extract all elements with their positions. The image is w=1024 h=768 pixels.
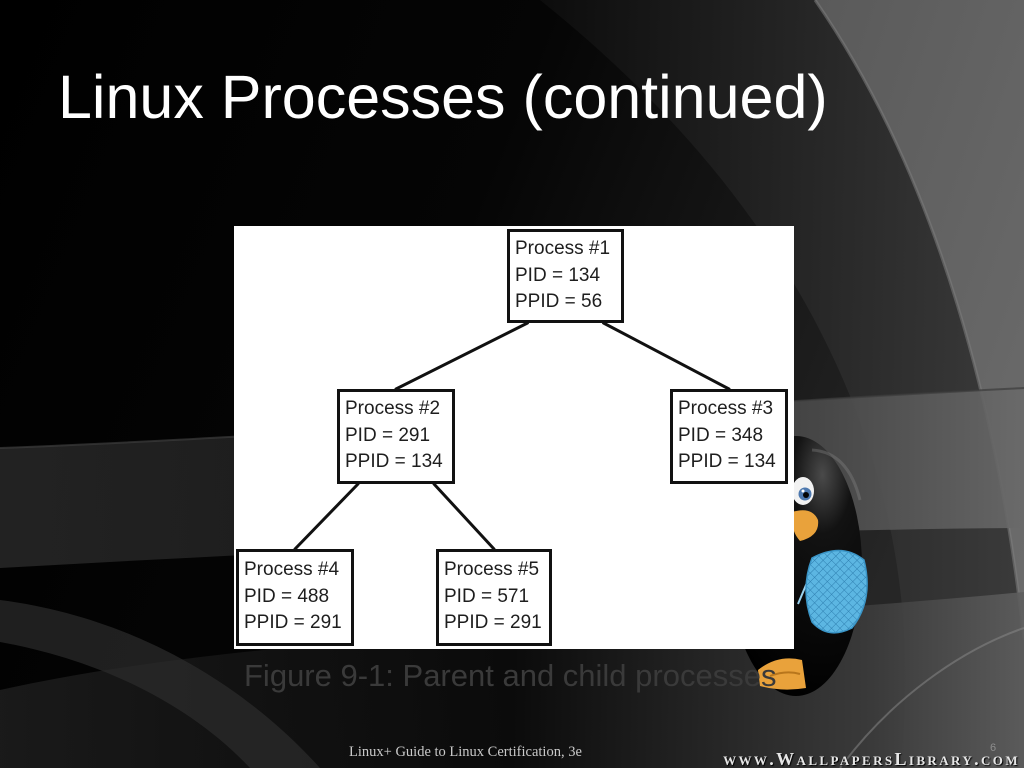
edge-line [293,482,360,551]
background-swoosh-edge [813,0,1024,641]
process-node: Process #4 PID = 488 PPID = 291 [236,549,354,646]
process-pid: PID = 571 [444,585,530,607]
penguin-feet [758,658,806,690]
figure-caption: Figure 9-1: Parent and child processes [244,658,777,693]
process-pid: PID = 291 [345,424,431,446]
process-name: Process #2 [345,398,441,419]
background-swoosh [815,0,1024,640]
edge-line [394,321,529,391]
process-ppid: PPID = 291 [244,612,342,633]
penguin-head-shine [811,448,862,501]
process-ppid: PPID = 134 [345,451,443,472]
process-name: Process #1 [515,238,611,259]
process-name: Process #5 [444,559,540,580]
footer-text: Linux+ Guide to Linux Certification, 3e [349,744,582,760]
process-ppid: PPID = 56 [515,291,603,312]
background-swoosh [0,600,320,768]
process-node: Process #5 PID = 571 PPID = 291 [436,549,552,646]
slide-number: 6 [990,742,997,754]
process-ppid: PPID = 291 [444,612,542,633]
diagram-edges [293,321,731,551]
process-name: Process #3 [678,398,774,419]
watermark-text: www.WallpapersLibrary.com [723,749,1020,768]
process-pid: PID = 134 [515,264,601,286]
process-name: Process #4 [244,559,340,580]
process-node: Process #3 PID = 348 PPID = 134 [670,389,788,484]
process-ppid: PPID = 134 [678,451,776,472]
process-pid: PID = 348 [678,424,764,446]
process-pid: PID = 488 [244,585,330,607]
slide-title: Linux Processes (continued) [58,63,828,131]
process-node: Process #2 PID = 291 PPID = 134 [337,389,455,484]
penguin-net-bag [797,549,868,634]
edge-line [432,482,496,551]
background-swoosh [540,0,1024,768]
penguin-eye [792,477,814,505]
penguin-beak [791,510,819,541]
edge-line [602,321,731,391]
background-swoosh-edge [839,627,1024,768]
process-tree-diagram: Process #1 PID = 134 PPID = 56 Process #… [234,226,794,649]
process-node: Process #1 PID = 134 PPID = 56 [507,229,624,323]
